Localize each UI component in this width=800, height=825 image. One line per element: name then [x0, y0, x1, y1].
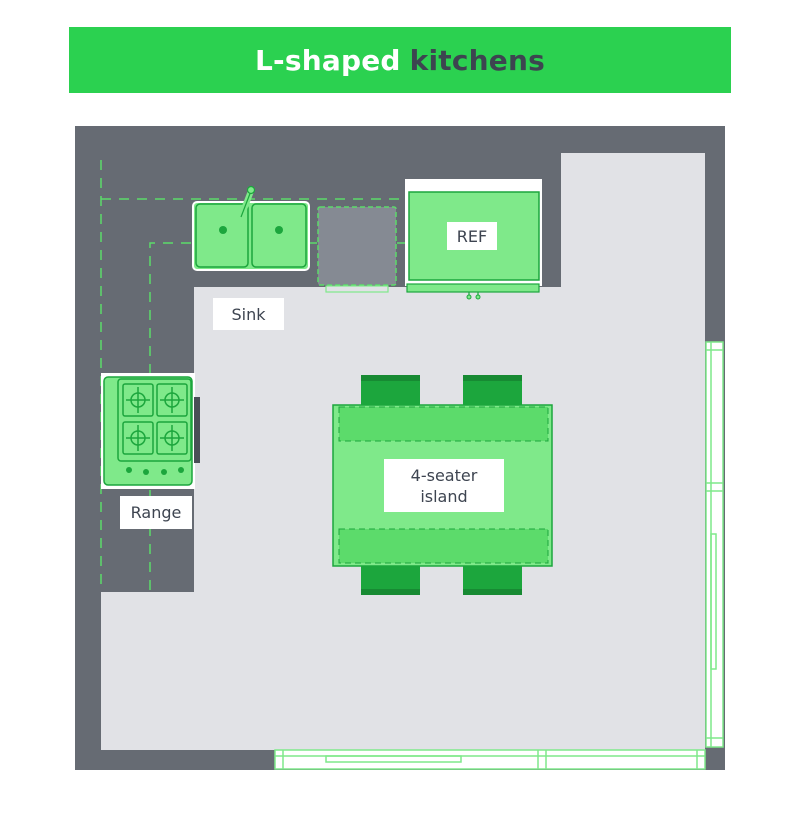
range-knobs: [126, 467, 184, 475]
title-part-lshaped: L-shaped: [255, 43, 401, 77]
island-label-line2: island: [420, 486, 468, 506]
title-part-kitchens: kitchens: [409, 43, 545, 77]
island-seat-band-top: [338, 406, 549, 442]
range: [101, 373, 200, 489]
burner-icons: [122, 383, 188, 455]
window-bottom: [274, 749, 706, 770]
title-banner: L-shaped kitchens: [69, 27, 731, 93]
sink-label: Sink: [213, 298, 284, 330]
dishwasher: [317, 206, 397, 293]
island-seat-band-bottom: [338, 528, 549, 564]
ref-label: REF: [447, 222, 497, 250]
range-label: Range: [120, 496, 192, 529]
chairs-top: [361, 375, 522, 407]
chairs-bottom: [361, 563, 522, 595]
island-label: 4-seater island: [384, 459, 504, 512]
sink: [192, 185, 310, 271]
island-label-line1: 4-seater: [410, 465, 478, 485]
window-right: [705, 341, 724, 748]
